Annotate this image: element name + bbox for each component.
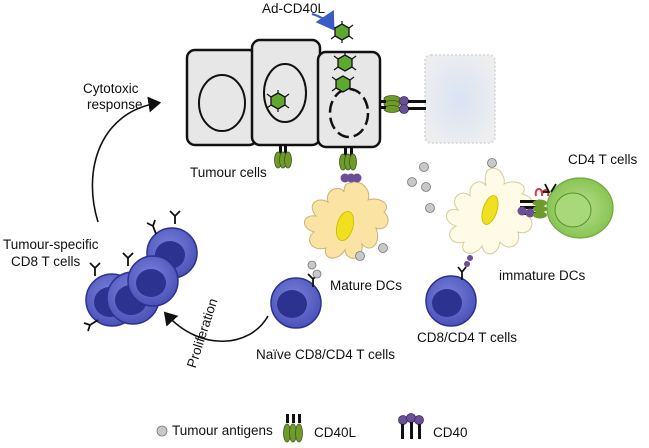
label-cytotoxic: Cytotoxic: [83, 81, 139, 96]
label-response: response: [87, 97, 143, 112]
naive-t-cell: [270, 260, 322, 329]
virus-icon: [266, 90, 290, 112]
loose-antigens: [407, 158, 497, 213]
cd8-cd4-t-cell: [425, 266, 477, 327]
label-cd8-t-cells: CD8 T cells: [11, 254, 81, 269]
tumour-nucleus-1: [198, 74, 246, 132]
cd8-t-cell-cluster: [83, 210, 198, 332]
virus-icon: [333, 52, 357, 72]
label-tumour-specific: Tumour-specific: [3, 237, 99, 252]
ad-cd40l-arrow: [311, 9, 335, 31]
label-mature-dcs: Mature DCs: [330, 278, 403, 293]
label-cd4-t-cells: CD4 T cells: [568, 152, 638, 167]
legend-cd40l-icon: [283, 414, 303, 443]
antigen-dot: [312, 269, 322, 279]
cytotoxic-arrow: [91, 96, 162, 223]
label-ad-cd40l: Ad-CD40L: [262, 1, 326, 16]
tumour-nucleus-2: [263, 63, 307, 123]
proliferation-arrow: [163, 311, 269, 343]
virus-icon: [330, 21, 354, 43]
legend-cd40l-label: CD40L: [314, 425, 357, 440]
antigen-dot: [355, 251, 365, 261]
tumour-cell-3: [316, 50, 382, 149]
cd40l-on-tumour: [274, 95, 426, 171]
legend-cd40-label: CD40: [433, 425, 468, 440]
legend-antigens-label: Tumour antigens: [172, 423, 273, 438]
cd4-t-cell: [517, 177, 614, 239]
immature-dc: [446, 168, 534, 267]
label-cd8-cd4-t-cells: CD8/CD4 T cells: [417, 330, 518, 345]
mature-dc: [304, 173, 389, 261]
antigen-dot: [378, 243, 388, 253]
dying-tumour-cell: [424, 54, 496, 144]
immature-dc-nucleus: [481, 195, 499, 225]
mature-dc-nucleus: [335, 210, 355, 242]
label-naive-t-cells: Naïve CD8/CD4 T cells: [256, 347, 396, 362]
legend-cd40-icon: [398, 413, 424, 439]
virus-icon: [331, 75, 355, 93]
legend-antigen-icon: [156, 425, 168, 437]
tumour-cells: [185, 38, 496, 149]
label-immature-dcs: immature DCs: [499, 268, 586, 283]
antigen-dot: [307, 260, 317, 270]
tumour-nucleus-3: [328, 87, 370, 139]
label-tumour-cells: Tumour cells: [190, 165, 267, 180]
